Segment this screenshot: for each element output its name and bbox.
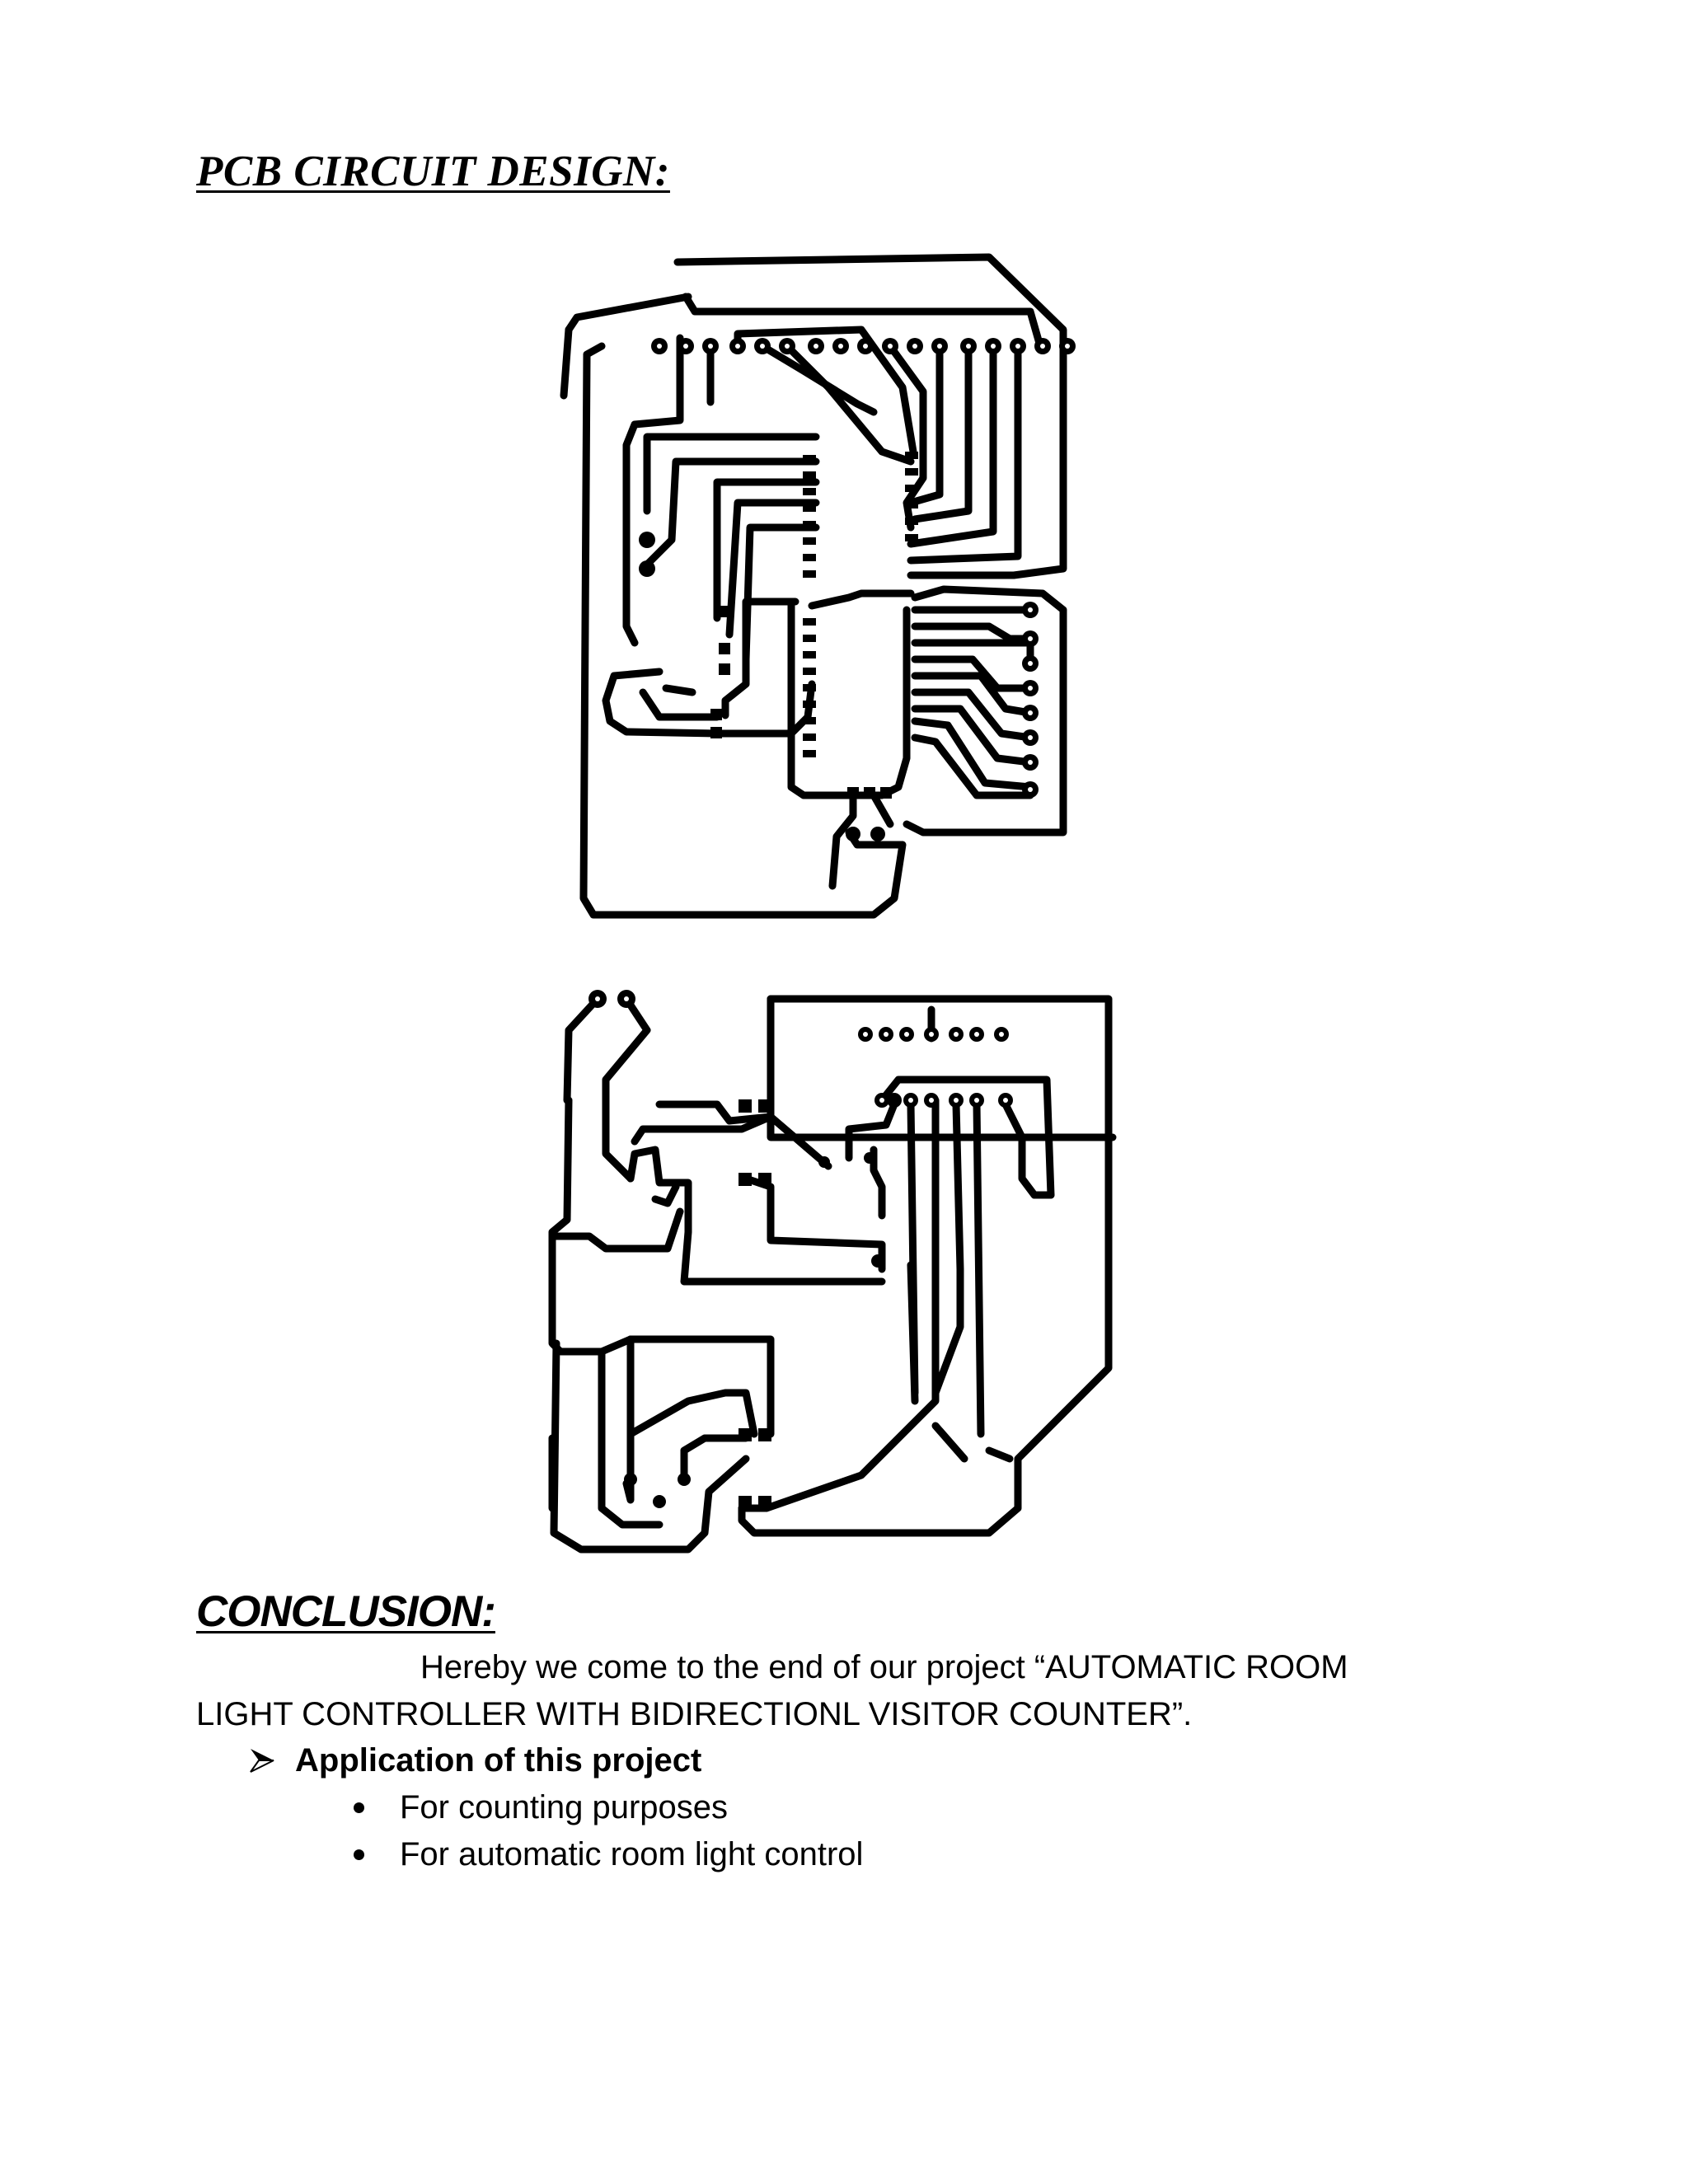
pcb-layout-top-image	[560, 253, 1076, 919]
arrow-bullet-icon	[250, 1749, 274, 1773]
application-label: Application of this project	[295, 1742, 702, 1779]
list-item-label: For automatic room light control	[400, 1836, 864, 1872]
conclusion-heading: CONCLUSION:	[196, 1587, 496, 1636]
conclusion-paragraph-line1: Hereby we come to the end of our project…	[420, 1649, 1348, 1685]
pcb-section-heading: PCB CIRCUIT DESIGN:	[196, 148, 670, 195]
pcb-layout-bottom-image	[548, 990, 1117, 1554]
list-item-label: For counting purposes	[400, 1789, 729, 1825]
bullet-dot-icon	[354, 1849, 364, 1860]
conclusion-paragraph-line2: LIGHT CONTROLLER WITH BIDIRECTIONL VISIT…	[196, 1696, 1193, 1732]
bullet-dot-icon	[354, 1802, 364, 1813]
